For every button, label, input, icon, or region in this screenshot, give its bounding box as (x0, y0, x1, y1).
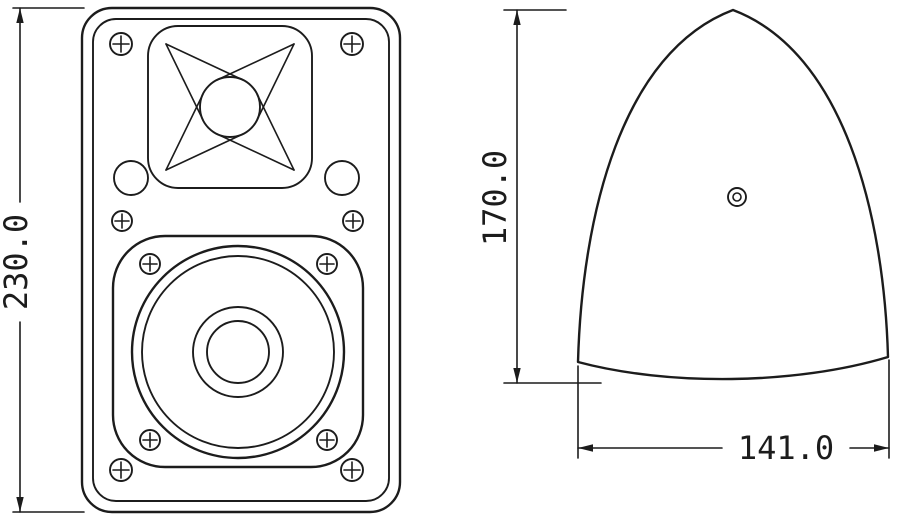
woofer-surround-inner (141, 255, 335, 449)
screw-icon (342, 210, 364, 232)
mount-hole-outer (727, 187, 747, 207)
screw-icon (139, 429, 161, 451)
dimension-side-height: 170.0 (476, 9, 602, 384)
tweeter-horn-line (256, 43, 295, 121)
arrowhead-left-icon (578, 444, 593, 452)
speaker-outer-outline (80, 6, 402, 514)
dimension-side-width: 141.0 (577, 359, 890, 467)
dimension-label-front-height: 230.0 (0, 214, 35, 310)
tweeter-horn-line (216, 133, 295, 171)
screw-icon (111, 210, 133, 232)
tweeter-frame (147, 25, 313, 189)
dimension-label-side-width: 141.0 (738, 429, 834, 467)
woofer-surround-outer (130, 244, 346, 460)
dimension-label-side-height: 170.0 (476, 150, 514, 246)
woofer-frame (111, 234, 365, 469)
mount-hole-inner (732, 192, 742, 202)
screw-icon (316, 253, 338, 275)
side-view (576, 8, 890, 381)
tweeter-phase-plug (199, 76, 261, 138)
screw-icon (109, 32, 133, 56)
arrowhead-up-icon (513, 10, 521, 25)
arrowhead-down-icon (16, 497, 24, 512)
side-profile-outline (576, 8, 890, 381)
dimension-front-height: 230.0 (0, 7, 85, 513)
arrowhead-down-icon (513, 368, 521, 383)
screw-icon (340, 32, 364, 56)
tweeter-horn-line (216, 43, 295, 81)
screw-icon (109, 458, 133, 482)
woofer-dust-cap-outer (192, 306, 284, 398)
port-hole-right (324, 160, 360, 196)
speaker-inner-outline (92, 18, 390, 502)
arrowhead-right-icon (874, 444, 889, 452)
front-view (80, 6, 402, 514)
tweeter-horn-line (165, 43, 244, 81)
tweeter-horn-line (165, 93, 204, 171)
port-hole-left (113, 160, 149, 196)
screw-icon (316, 429, 338, 451)
woofer (111, 234, 365, 469)
tweeter-horn-line (256, 93, 295, 171)
arrowhead-up-icon (16, 8, 24, 23)
screw-icon (340, 458, 364, 482)
woofer-dust-cap-inner (206, 320, 270, 384)
tweeter-horn-line (165, 133, 244, 171)
tweeter-horn (147, 25, 313, 189)
tweeter-horn-line (165, 43, 204, 121)
screw-icon (139, 253, 161, 275)
